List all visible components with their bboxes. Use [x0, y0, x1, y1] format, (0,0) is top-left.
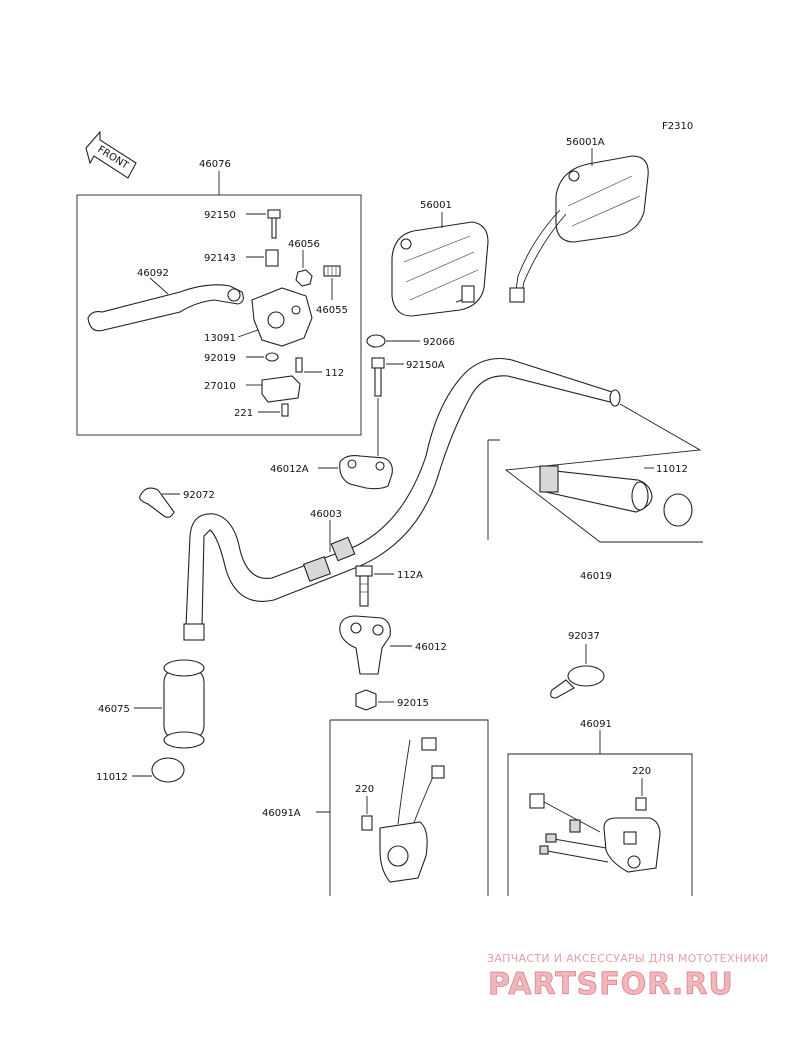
label-92066: 92066 — [423, 337, 455, 348]
label-92150: 92150 — [204, 210, 236, 221]
watermark-logo: PARTSFOR.RU — [488, 967, 734, 1002]
band-92072: 92072 — [139, 487, 215, 518]
label-220-right: 220 — [632, 766, 651, 777]
label-11012-right: 11012 — [656, 464, 688, 475]
watermark-text: ЗАПЧАСТИ И АКСЕССУАРЫ ДЛЯ МОТОТЕХНИКИ — [487, 952, 769, 965]
label-56001: 56001 — [420, 200, 452, 211]
nut-46056: 46056 — [288, 239, 320, 287]
label-46092: 46092 — [137, 268, 169, 279]
watermark: ЗАПЧАСТИ И АКСЕССУАРЫ ДЛЯ МОТОТЕХНИКИ PA… — [487, 952, 769, 1002]
label-13091: 13091 — [204, 333, 236, 344]
label-112A: 112A — [397, 570, 423, 581]
label-221: 221 — [234, 408, 253, 419]
figure-code: F2310 — [662, 121, 693, 132]
nut-92015: 92015 — [355, 689, 429, 711]
switch-box-46091: 46091 220 — [507, 719, 693, 896]
label-92150A: 92150A — [406, 360, 445, 371]
mirror-56001: 56001 — [391, 200, 489, 317]
switch-box-46091A: 46091A 220 — [262, 719, 489, 896]
label-220-left: 220 — [355, 784, 374, 795]
bolt-92150: 92150 — [204, 209, 281, 239]
lever-assembly-box: 46076 — [76, 159, 362, 436]
label-92037: 92037 — [568, 631, 600, 642]
label-46091: 46091 — [580, 719, 612, 730]
label-46012A: 46012A — [270, 464, 309, 475]
label-46056: 46056 — [288, 239, 320, 250]
endcap-11012-left: 11012 — [96, 757, 185, 783]
holder-46012: 46012 — [339, 615, 447, 675]
front-arrow-icon: FRONT — [85, 130, 137, 179]
collar-92143: 92143 — [204, 249, 279, 267]
holder-46012A: 46012A — [270, 455, 393, 490]
adjuster-46055: 46055 — [316, 265, 348, 316]
label-46075: 46075 — [98, 704, 130, 715]
label-27010: 27010 — [204, 381, 236, 392]
label-46055: 46055 — [316, 305, 348, 316]
bolt-112A: 112A — [355, 565, 423, 607]
clamp-92037: 92037 — [550, 631, 605, 699]
washer-92019: 92019 — [204, 352, 279, 364]
label-11012-left: 11012 — [96, 772, 128, 783]
bolt-92150A: 92150A — [371, 357, 445, 456]
label-46019: 46019 — [580, 571, 612, 582]
handlebar-46003: 46003 — [183, 357, 621, 641]
grip-assembly-46019: 11012 46019 — [487, 403, 703, 582]
label-92019: 92019 — [204, 353, 236, 364]
cap-92066: 92066 — [366, 334, 455, 348]
mirror-56001A: 56001A — [509, 137, 649, 303]
label-92072: 92072 — [183, 490, 215, 501]
label-46003: 46003 — [310, 509, 342, 520]
label-46076: 46076 — [199, 159, 231, 170]
screw-112: 112 — [295, 357, 344, 379]
label-92015: 92015 — [397, 698, 429, 709]
label-56001A: 56001A — [566, 137, 605, 148]
lever-46092: 46092 — [87, 268, 244, 332]
screw-221: 221 — [234, 403, 289, 419]
switch-27010: 27010 — [204, 375, 301, 403]
label-92143: 92143 — [204, 253, 236, 264]
label-46012: 46012 — [415, 642, 447, 653]
label-46091A: 46091A — [262, 808, 301, 819]
grip-46075: 46075 — [98, 659, 205, 749]
holder-13091: 13091 — [204, 287, 313, 347]
label-112: 112 — [325, 368, 344, 379]
